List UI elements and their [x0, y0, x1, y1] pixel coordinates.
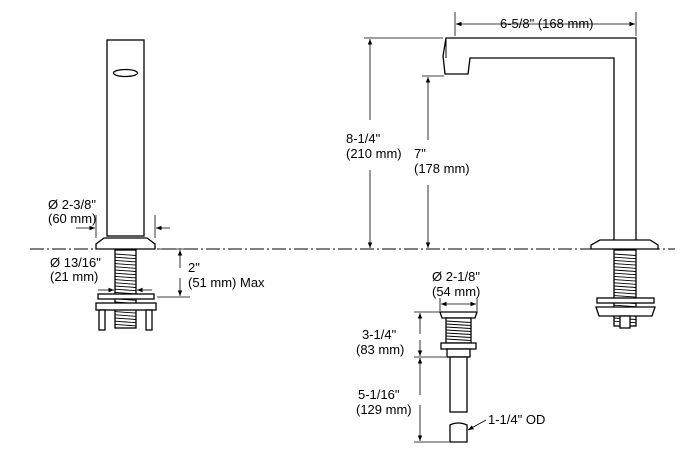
drain-dimensions	[414, 298, 487, 443]
drain-flange	[440, 342, 477, 350]
rib-line	[445, 332, 472, 335]
thread-line	[114, 263, 137, 266]
deck-thickness-label: 2"	[188, 260, 200, 275]
thread-line	[114, 269, 137, 272]
thread-line	[613, 259, 637, 263]
drain-body-label: 3-1/4"	[362, 327, 397, 342]
faucet-base	[95, 237, 156, 250]
rib-line	[445, 335, 472, 338]
drain-diameter-label: Ø 2-1/8"	[432, 269, 480, 284]
thread-line	[114, 272, 137, 276]
base-diameter-mm-label: (60 mm)	[48, 211, 96, 226]
drain-cap	[439, 311, 478, 319]
total-height-mm-label: (210 mm)	[346, 146, 402, 161]
shank-diameter-mm-label: (21 mm)	[50, 269, 98, 284]
thread-line	[613, 272, 637, 276]
thread-line	[114, 317, 137, 320]
thread-line	[613, 266, 637, 269]
drain-body-mm-label: (83 mm)	[356, 342, 404, 357]
thread-line	[613, 295, 637, 298]
drain-assembly	[439, 311, 478, 443]
thread-line	[613, 291, 637, 295]
right-mounting-plate	[595, 306, 656, 317]
rib-line	[445, 329, 472, 332]
thread-line	[114, 311, 137, 314]
right-dimensions	[364, 12, 637, 248]
thread-line	[114, 323, 137, 327]
total-height-label: 8-1/4"	[346, 131, 381, 146]
deck-thickness-mm-label: (51 mm) Max	[188, 275, 265, 290]
thread-line	[114, 279, 137, 282]
thread-line	[613, 275, 637, 279]
thread-line	[613, 253, 637, 256]
thread-line	[114, 259, 137, 263]
mounting-plate	[95, 302, 157, 311]
tailpiece-mm-label: (129 mm)	[356, 402, 412, 417]
tailpiece-label: 5-1/16"	[358, 387, 400, 402]
spout-body	[442, 37, 637, 243]
thread-line	[114, 288, 137, 292]
tailpiece-end	[449, 422, 468, 443]
drain-body-ribs	[445, 320, 472, 341]
spout-height-mm-label: (178 mm)	[414, 161, 470, 176]
thread-line	[613, 285, 637, 288]
faucet-front-view	[442, 37, 659, 329]
right-mounting-bracket	[596, 297, 655, 304]
drain-diameter-mm-label: (54 mm)	[432, 284, 480, 299]
spout-reach-label: 6-5/8" (168 mm)	[500, 16, 593, 31]
thread-line	[114, 320, 137, 324]
drain-nut	[446, 348, 471, 358]
spout-outlet	[112, 68, 139, 78]
rib-line	[445, 326, 472, 329]
thread-line	[613, 263, 637, 266]
drain-tailpiece	[449, 356, 468, 413]
thread-line	[114, 314, 137, 317]
rib-line	[445, 338, 472, 341]
rib-line	[445, 323, 472, 326]
thread-line	[114, 256, 137, 260]
thread-line	[114, 275, 137, 279]
tailpiece-od-label: 1-1/4" OD	[488, 412, 545, 427]
thread-line	[613, 282, 637, 285]
spout-height-label: 7"	[414, 146, 426, 161]
mounting-bracket	[97, 293, 155, 300]
mounting-bolt-left	[98, 309, 106, 331]
thread-line	[613, 288, 637, 292]
right-faucet-base	[590, 239, 659, 250]
base-diameter-label: Ø 2-3/8"	[48, 197, 96, 212]
mounting-bolt-right	[145, 309, 153, 331]
shank-diameter-label: Ø 13/16"	[50, 255, 101, 270]
thread-line	[613, 279, 637, 282]
thread-line	[114, 285, 137, 288]
left-dimensions	[76, 215, 190, 298]
rib-line	[445, 320, 472, 323]
faucet-side-view	[95, 39, 157, 331]
thread-line	[613, 269, 637, 272]
thread-line	[114, 266, 137, 269]
thread-line	[114, 253, 137, 256]
right-mounting-nut	[619, 315, 631, 329]
thread-line	[613, 256, 637, 260]
thread-line	[114, 282, 137, 285]
